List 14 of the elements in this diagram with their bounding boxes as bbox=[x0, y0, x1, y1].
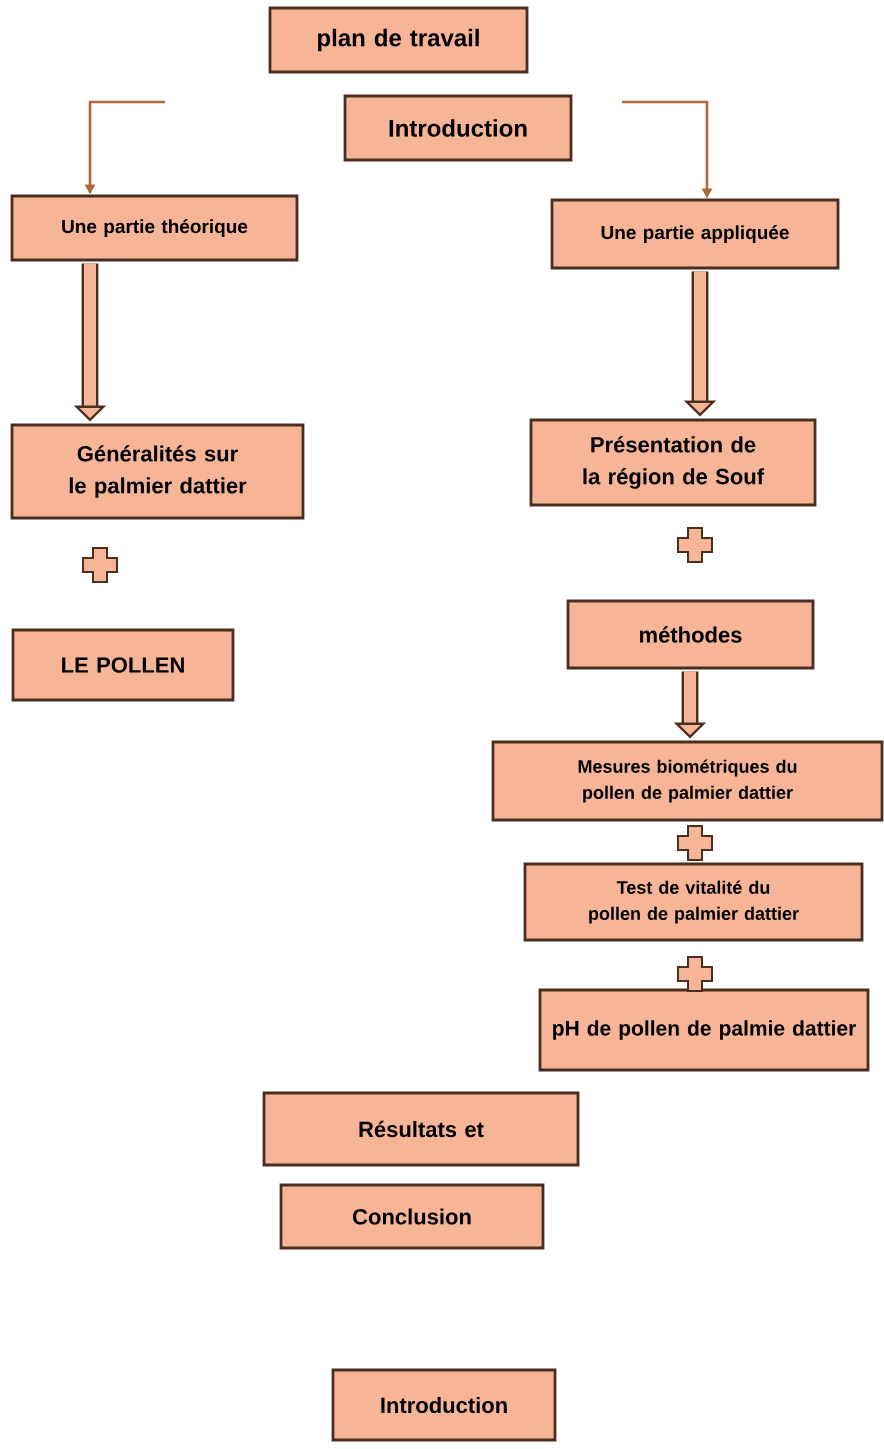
process-box: Généralités sur le palmier dattier bbox=[10, 423, 305, 520]
process-box: Une partie appliquée bbox=[550, 198, 840, 270]
process-box: Mesures biométriques du pollen de palmier dattier bbox=[491, 740, 884, 822]
process-box: pH de pollen de palmie dattier bbox=[538, 988, 870, 1072]
process-box: Introduction bbox=[331, 1368, 557, 1442]
process-box: Résultats et bbox=[262, 1091, 580, 1167]
process-box: plan de travail bbox=[268, 6, 529, 74]
process-box: Test de vitalité du pollen de palmier dattier bbox=[523, 862, 864, 942]
process-box: Conclusion bbox=[279, 1183, 545, 1250]
process-box: Introduction bbox=[343, 94, 573, 162]
process-box: méthodes bbox=[566, 599, 815, 670]
process-box: Une partie théorique bbox=[10, 194, 299, 262]
process-box: LE POLLEN bbox=[11, 628, 235, 702]
process-box: Présentation de la région de Souf bbox=[529, 418, 817, 507]
